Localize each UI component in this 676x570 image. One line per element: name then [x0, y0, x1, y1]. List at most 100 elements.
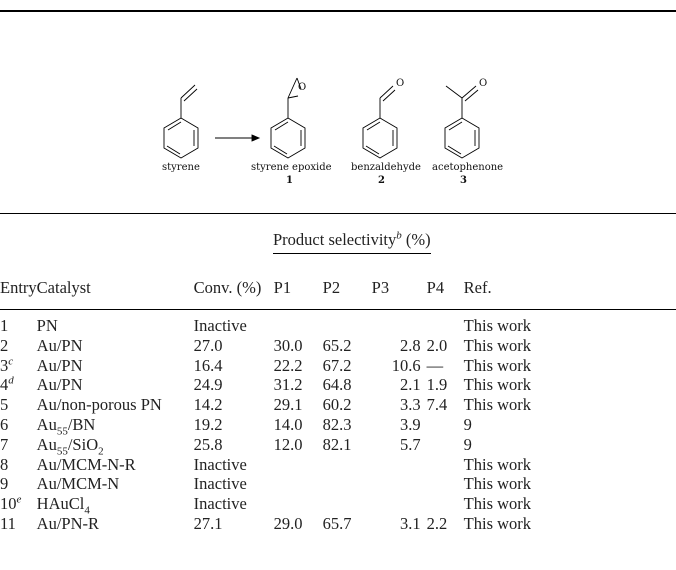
compound-number-2: 2	[378, 175, 385, 186]
entry-cell: 2	[0, 335, 9, 355]
conversion-cell: 27.1	[193, 513, 223, 533]
entry-cell: 10e	[0, 493, 22, 514]
top-rule	[0, 10, 676, 12]
entry-cell: 7	[0, 434, 9, 454]
p1-cell: 12.0	[273, 434, 303, 454]
ref-cell: This work	[463, 513, 532, 533]
p3-cell: 2.1	[400, 375, 421, 395]
conversion-cell: 27.0	[193, 335, 223, 355]
p4-cell	[427, 435, 464, 455]
compound-name-benzaldehyde: benzaldehyde	[351, 162, 421, 173]
product-selectivity-unit: (%)	[401, 230, 431, 249]
entry-cell: 8	[0, 454, 9, 474]
entry-cell: 6	[0, 414, 9, 434]
p1-cell	[274, 474, 323, 494]
table-row: 1 PN Inactive This work	[0, 316, 676, 336]
conversion-cell: 24.9	[193, 375, 223, 395]
catalyst-cell: Au/MCM-N-R	[36, 454, 136, 474]
p1-cell	[274, 316, 323, 336]
ref-cell: 9	[463, 414, 472, 434]
ref-cell: This work	[463, 454, 532, 474]
p2-cell: 67.2	[322, 355, 352, 375]
catalyst-cell: Au55/SiO2	[36, 434, 104, 458]
conversion-cell: Inactive	[193, 494, 247, 514]
benzaldehyde-structure	[362, 85, 398, 159]
product-selectivity-header: Product selectivityb (%)	[273, 230, 431, 254]
p4-cell	[427, 316, 464, 336]
entry-footnote: c	[8, 355, 14, 368]
p3-cell: 5.7	[400, 434, 421, 454]
ref-cell: This work	[463, 494, 532, 514]
compound-number-1: 1	[286, 175, 293, 186]
conversion-cell: 25.8	[193, 434, 223, 454]
entry-footnote: e	[16, 493, 22, 506]
col-header-ref: Ref.	[463, 278, 492, 298]
p3-cell: 2.8	[400, 335, 421, 355]
p3-cell	[372, 494, 427, 514]
reaction-arrow	[215, 134, 261, 142]
table-header-row: Entry Catalyst Conv. (%) P1 P2 P3 P4 Ref…	[0, 276, 676, 300]
p1-cell: 22.2	[273, 355, 303, 375]
p3-cell	[372, 474, 427, 494]
reaction-scheme-structures	[163, 77, 480, 159]
conversion-cell: 19.2	[193, 414, 223, 434]
entry-cell: 5	[0, 395, 9, 415]
p4-cell	[427, 494, 464, 514]
p2-cell	[323, 455, 372, 475]
header-rule	[0, 300, 676, 310]
p3-cell	[372, 316, 427, 336]
col-header-conversion: Conv. (%)	[193, 278, 262, 298]
p2-cell: 65.2	[322, 335, 352, 355]
p3-cell: 10.6	[391, 355, 421, 375]
p2-cell: 65.7	[322, 513, 352, 533]
p1-cell	[274, 494, 323, 514]
p1-cell: 31.2	[273, 375, 303, 395]
p1-cell: 14.0	[273, 414, 303, 434]
p4-cell: 7.4	[426, 395, 448, 415]
conversion-cell: Inactive	[193, 316, 247, 335]
catalyst-cell: PN	[36, 316, 58, 335]
p2-cell: 64.8	[322, 375, 352, 395]
ref-cell: This work	[463, 335, 532, 355]
col-header-p4: P4	[426, 278, 445, 298]
p3-cell	[372, 455, 427, 475]
styrene-structure	[163, 84, 199, 159]
conversion-cell: 16.4	[193, 355, 223, 375]
table-top-rule	[0, 213, 676, 214]
ref-cell: This work	[463, 316, 532, 335]
p4-cell	[427, 455, 464, 475]
compound-name-acetophenone: acetophenone	[432, 162, 504, 173]
entry-cell: 1	[0, 316, 9, 335]
entry-cell: 11	[0, 513, 16, 533]
ketone-oxygen-label: O	[479, 78, 488, 89]
catalyst-cell: Au/PN	[36, 355, 83, 375]
ref-cell: 9	[463, 434, 472, 454]
p1-cell: 29.1	[273, 395, 303, 415]
col-header-catalyst: Catalyst	[36, 278, 91, 298]
ref-cell: This work	[463, 355, 532, 375]
compound-number-3: 3	[460, 175, 467, 186]
conversion-cell: Inactive	[193, 474, 247, 494]
aldehyde-oxygen-label: O	[396, 78, 405, 89]
catalyst-cell: Au/PN-R	[36, 513, 100, 533]
p3-cell: 3.1	[400, 513, 421, 533]
p4-cell	[427, 415, 464, 435]
p4-cell: 1.9	[426, 375, 448, 395]
catalyst-cell: Au/MCM-N	[36, 474, 120, 494]
p2-cell	[323, 494, 372, 514]
entry-cell: 4d	[0, 374, 14, 395]
acetophenone-structure	[444, 85, 480, 159]
ref-cell: This work	[463, 395, 532, 415]
catalyst-cell: Au/non-porous PN	[36, 395, 162, 415]
ref-cell: This work	[463, 474, 532, 494]
styrene-epoxide-structure	[270, 77, 306, 159]
footnote-b: b	[396, 229, 402, 242]
